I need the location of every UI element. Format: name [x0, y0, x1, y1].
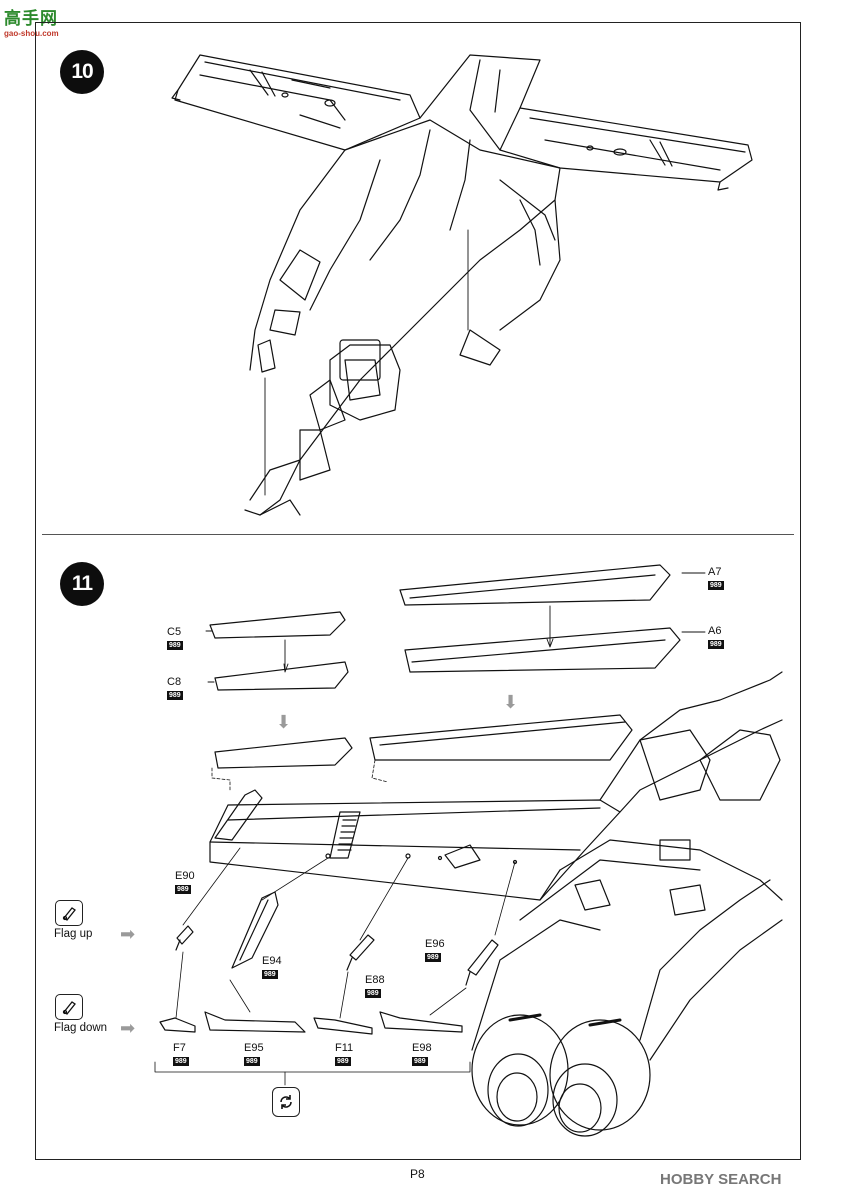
flag-down-icon — [55, 994, 83, 1020]
flag-up-label: Flag up — [54, 928, 93, 940]
instruction-frame — [35, 22, 801, 1160]
watermark-logo: 高手网 gao-shou.com — [4, 4, 59, 38]
step10-aircraft-drawing — [171, 54, 753, 516]
flag-up-icon — [55, 900, 83, 926]
down-arrow-icon: ⬇ — [503, 692, 519, 712]
page-number: P8 — [410, 1167, 425, 1181]
right-arrow-icon: ➡ — [120, 1018, 136, 1038]
step11-aircraft-drawing — [154, 564, 783, 1137]
rotate-choice-icon — [272, 1087, 300, 1117]
hobby-search-label: HOBBY SEARCH — [660, 1171, 782, 1188]
watermark-url: gao-shou.com — [4, 29, 59, 38]
step-11-badge: 11 — [60, 562, 104, 606]
step-10-badge: 10 — [60, 50, 104, 94]
hobby-search-watermark: HOBBY SEARCH — [660, 1171, 781, 1188]
watermark-title: 高手网 — [4, 9, 58, 28]
right-arrow-icon: ➡ — [120, 924, 136, 944]
down-arrow-icon: ⬇ — [276, 712, 292, 732]
flag-down-label: Flag down — [54, 1022, 108, 1034]
step-divider — [42, 534, 794, 535]
